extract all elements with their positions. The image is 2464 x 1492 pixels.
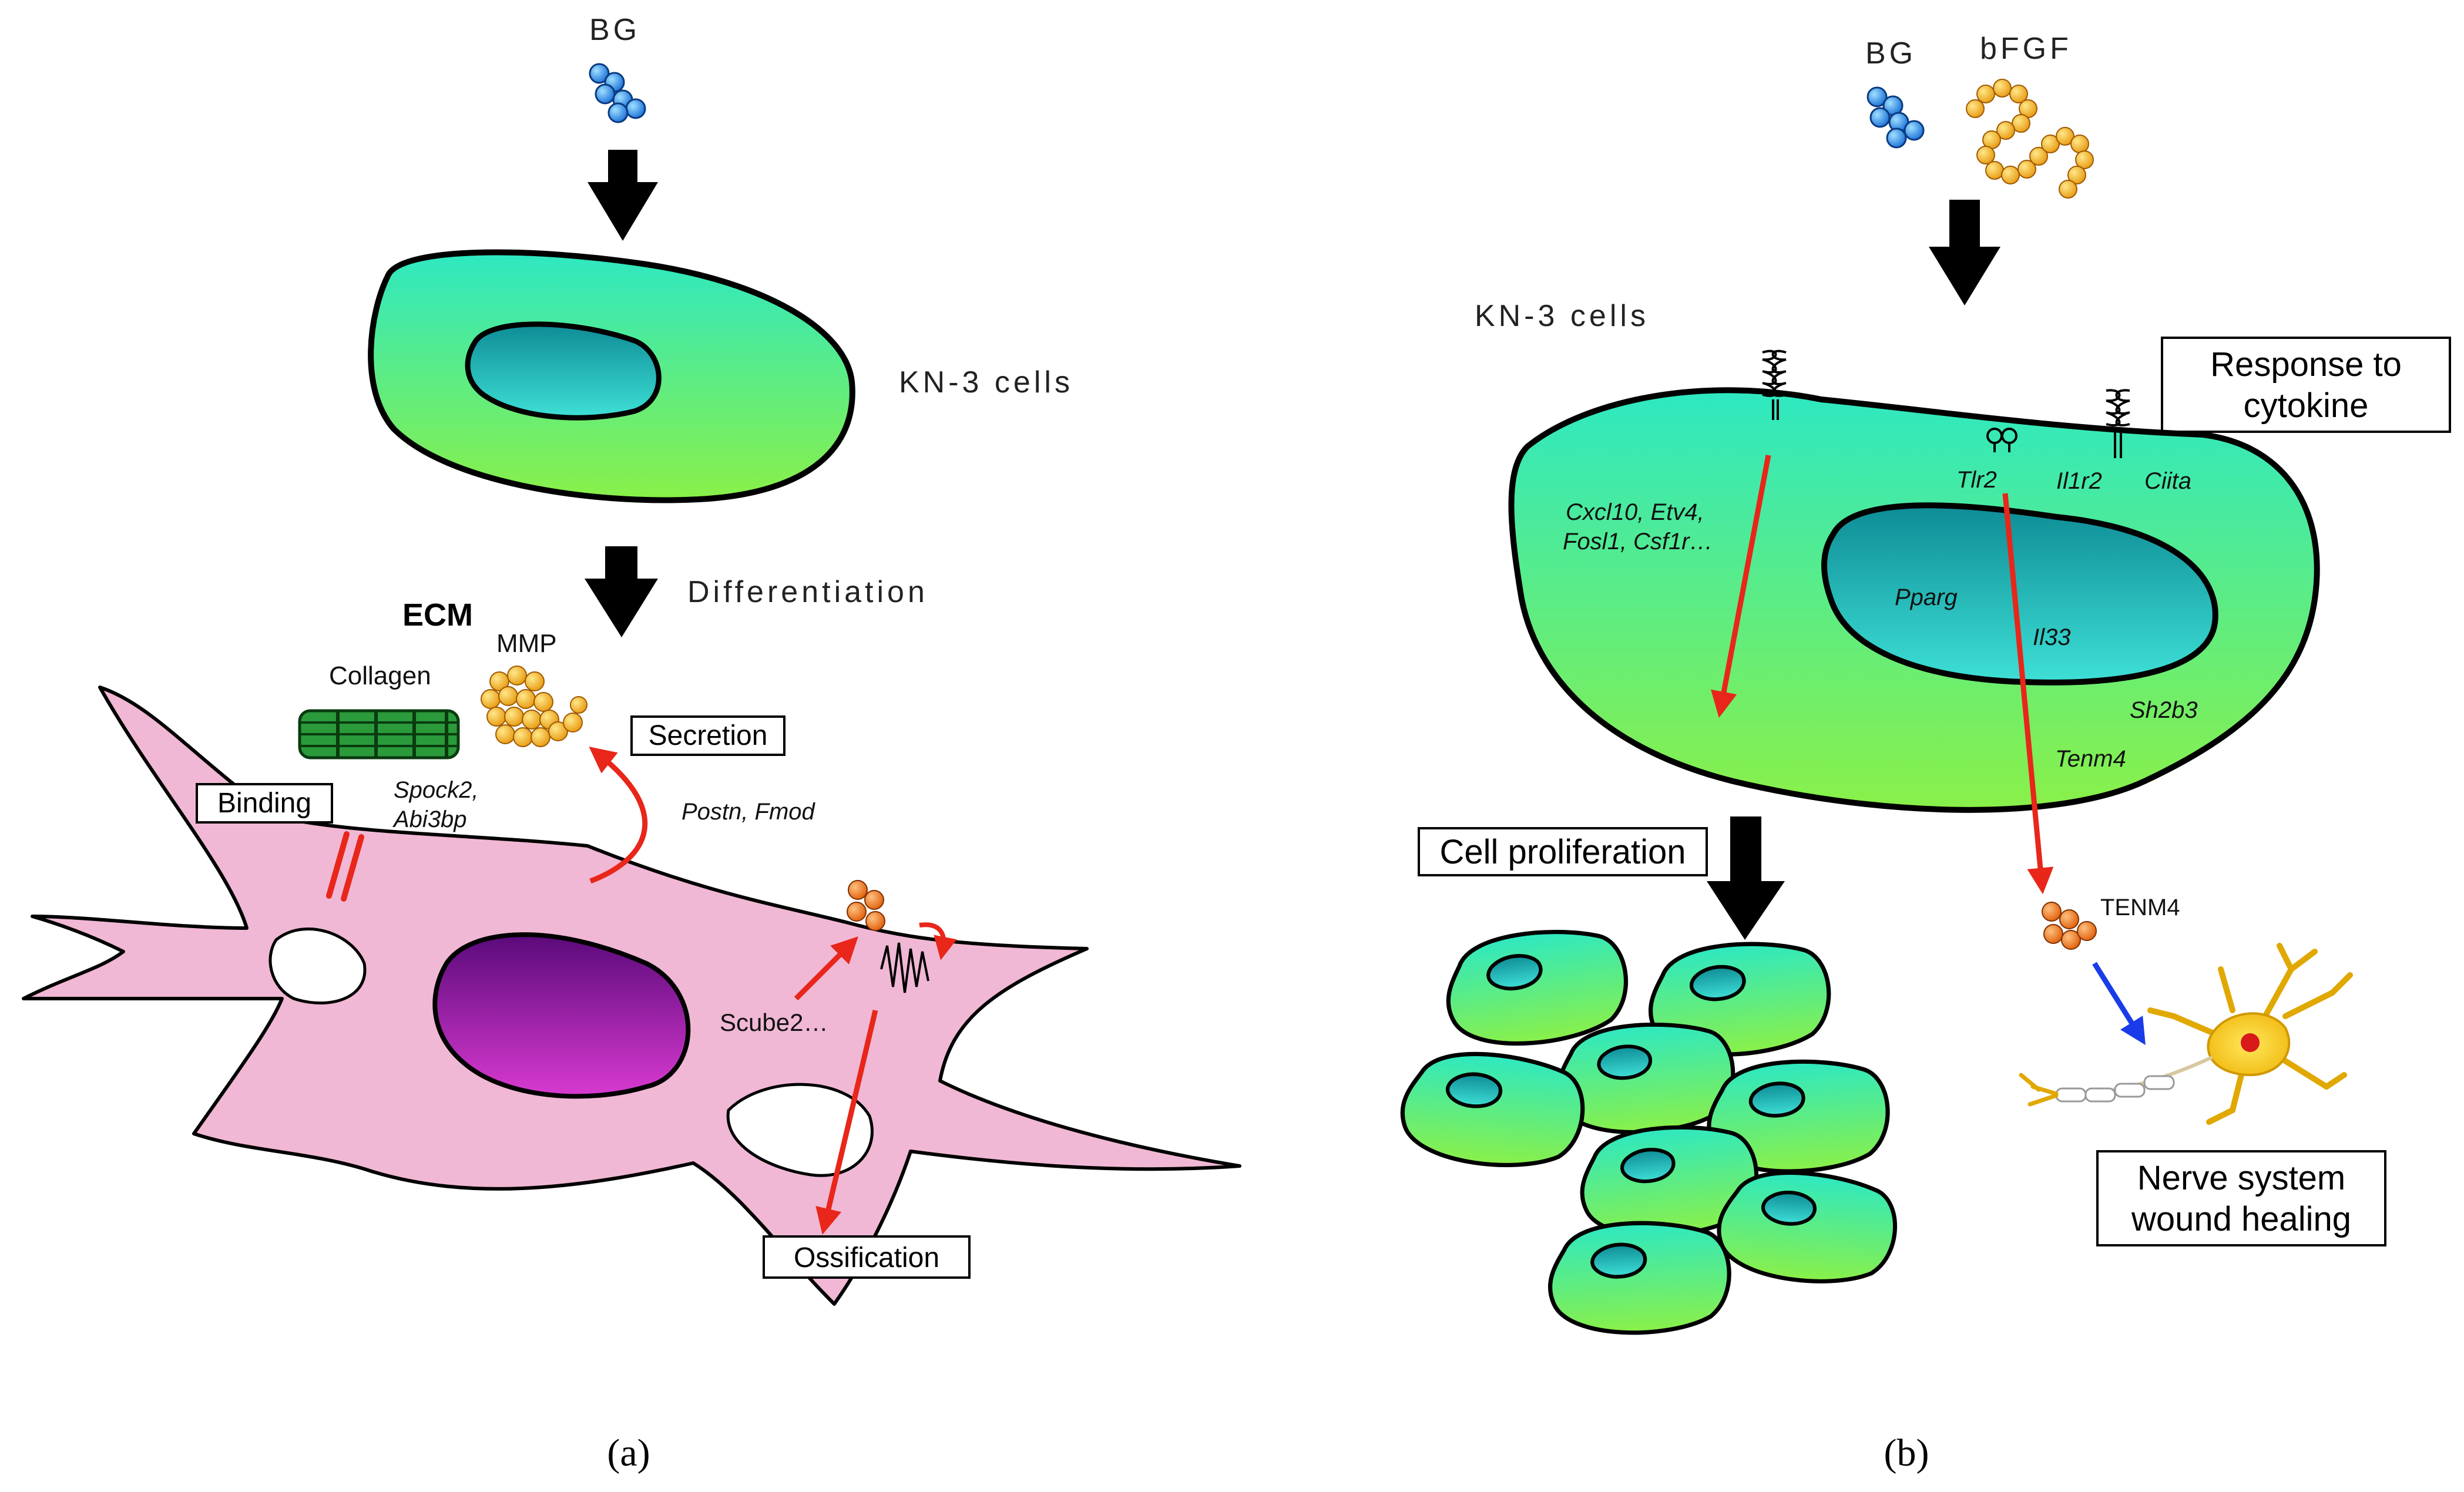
binding-text: Binding [217,788,311,819]
scube-label: Scube2… [720,1009,828,1036]
black-arrow-b1 [1929,200,2000,305]
bg-label-a: BG [589,13,640,47]
receptor-ciita [2106,389,2130,458]
black-arrow-b2 [1707,816,1785,940]
tenm4-gene-arrow [2002,493,2054,895]
il1r2-gene: Il1r2 [2056,468,2102,494]
scube-receptor [880,942,929,993]
tlr2-gene: Tlr2 [1956,467,1997,493]
tenm4-gene: Tenm4 [2055,746,2126,772]
response-text-line2: cytokine [2244,387,2369,425]
proliferation-text: Cell proliferation [1439,833,1686,871]
response-box [2161,337,2451,433]
black-arrow-a1 [588,150,658,241]
postn-fmod-genes: Postn, Fmod [682,799,816,825]
collagen-fiber [298,709,460,760]
mmp-molecule [481,666,588,747]
genes-left-line1: Cxcl10, Etv4, [1566,499,1704,525]
nerve-arrow [2092,962,2146,1046]
nerve-text-line1: Nerve system [2137,1159,2346,1197]
proliferation-gene-arrow [1711,455,1771,718]
bg-label-b: BG [1865,36,1916,70]
spock-gene-line1: Spock2, [394,777,479,803]
ciita-gene: Ciita [2144,468,2191,494]
response-text-line1: Response to [2210,345,2402,384]
osteoblast-nucleus [432,932,691,1099]
collagen-label: Collagen [329,661,431,690]
axon [2019,1056,2213,1107]
scube-molecule [847,880,885,931]
receptor-left [1762,350,1787,420]
kn3-label-a: KN-3 cells [899,365,1073,399]
receptor-tlr2 [1986,428,2017,452]
nerve-box [2096,1150,2386,1246]
tenm4-protein-label: TENM4 [2100,895,2180,920]
panel-label-b: (b) [1884,1431,1929,1474]
secretion-box [630,715,785,756]
kn3-label-b: KN-3 cells [1475,299,1649,333]
bg-molecule-a [589,63,646,123]
panel-label-a: (a) [607,1431,650,1474]
ossification-arrow [815,1009,878,1235]
tenm4-molecule [2042,902,2097,950]
bfgf-label: bFGF [1980,32,2072,66]
nucleus-b [1821,502,2218,685]
bg-molecule-b [1867,86,1925,149]
genes-left-line2: Fosl1, Csf1r… [1563,529,1713,555]
sh2b3-gene: Sh2b3 [2130,697,2198,723]
differentiation-label: Differentiation [687,575,928,609]
ossification-box [763,1235,971,1279]
ossification-text: Ossification [794,1242,939,1273]
proliferation-box [1418,827,1708,876]
osteoblast-cell [22,685,1241,1306]
kn3-cell-a [368,249,855,503]
black-arrow-a2 [585,546,658,637]
nucleus-a [465,321,662,421]
panel-b: BG bFGF KN-3 cells Response to cytokine [1399,32,2451,1474]
bfgf-molecule [1966,79,2094,199]
mmp-label: MMP [496,629,557,658]
spock-gene-line2: Abi3bp [392,807,467,832]
secretion-text: Secretion [649,720,768,751]
pparg-gene: Pparg [1895,584,1958,610]
binding-box [196,783,333,824]
scube-release-arrow [794,936,858,1001]
proliferating-cells [1399,920,1899,1337]
secretion-arrow [589,747,648,884]
il33-gene: Il33 [2033,624,2071,650]
scube-binding-arrow [919,922,957,960]
binding-receptor [326,831,364,902]
panel-a: BG KN-3 cells Differentiation ECM MMP Co… [22,13,1241,1474]
neuron-icon [2019,943,2353,1125]
ecm-label: ECM [402,597,473,633]
nerve-text-line2: wound healing [2131,1200,2351,1238]
